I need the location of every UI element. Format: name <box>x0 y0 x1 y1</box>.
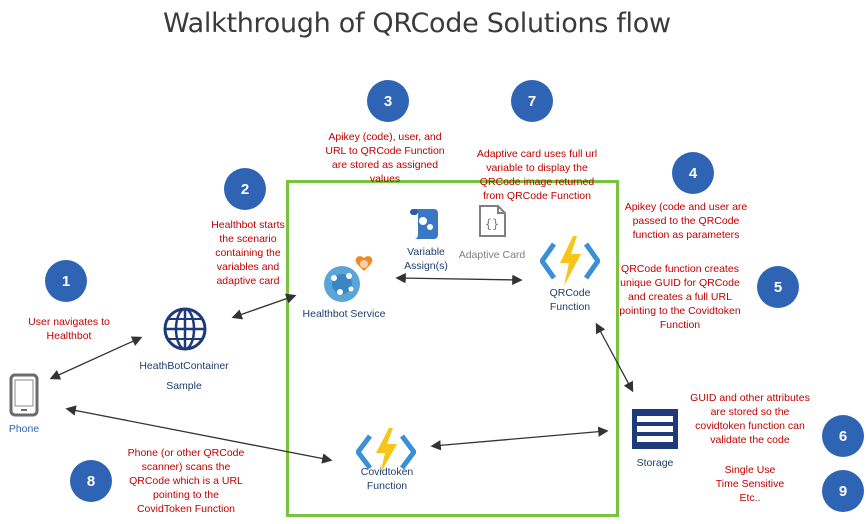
arrow-covid-storage <box>430 426 609 451</box>
storage-icon <box>631 408 679 455</box>
page-title: Walkthrough of QRCode Solutions flow <box>163 8 671 39</box>
note-step-2: Healthbot starts the scenario containing… <box>211 219 285 287</box>
storage-label: Storage <box>636 457 674 469</box>
note-step-9: Single Use Time Sensitive Etc.. <box>715 464 785 504</box>
arrow-healthbot-qrcode <box>395 272 523 286</box>
healthbot-icon <box>320 252 384 313</box>
qrcode-function-label: QRCode Function <box>549 287 591 313</box>
step-badge-5: 5 <box>757 266 799 308</box>
arrow-phone-container <box>49 336 143 380</box>
step-badge-7: 7 <box>511 80 553 122</box>
variable-scroll-icon <box>408 205 444 246</box>
step-badge-2: 2 <box>224 168 266 210</box>
arrow-qrcode-storage <box>595 322 634 393</box>
step-badge-1: 1 <box>45 260 87 302</box>
note-step-7: Adaptive card uses full url variable to … <box>476 148 598 202</box>
note-step-5: QRCode function creates unique GUID for … <box>619 263 741 331</box>
healthbot-label: Healthbot Service <box>302 308 386 320</box>
phone-icon <box>8 373 40 422</box>
arrow-container-healthbot <box>231 293 297 320</box>
globe-icon <box>162 306 208 357</box>
adaptive-card-icon: {} <box>476 204 508 243</box>
svg-text:{}: {} <box>485 217 499 231</box>
step-badge-4: 4 <box>672 152 714 194</box>
container-label: HeathBotContainer Sample <box>139 360 229 392</box>
phone-label: Phone <box>8 423 40 435</box>
step-badge-6: 6 <box>822 415 864 457</box>
note-step-6: GUID and other attributes are stored so … <box>690 392 810 446</box>
note-step-8: Phone (or other QRCode scanner) scans th… <box>127 447 245 515</box>
covidtoken-function-icon <box>355 428 417 479</box>
qrcode-function-icon <box>539 236 601 291</box>
step-badge-3: 3 <box>367 80 409 122</box>
note-step-3: Apikey (code), user, and URL to QRCode F… <box>325 131 445 185</box>
note-step-1: User navigates to Healthbot <box>28 316 110 342</box>
variable-label: Variable Assign(s) <box>404 246 448 272</box>
covidtoken-function-label: Covidtoken Function <box>360 466 414 492</box>
step-badge-9: 9 <box>822 470 864 512</box>
note-step-4: Apikey (code and user are passed to the … <box>624 201 748 241</box>
step-badge-8: 8 <box>70 460 112 502</box>
arrow-phone-covid <box>65 405 333 464</box>
adaptive-card-label: Adaptive Card <box>458 249 526 261</box>
